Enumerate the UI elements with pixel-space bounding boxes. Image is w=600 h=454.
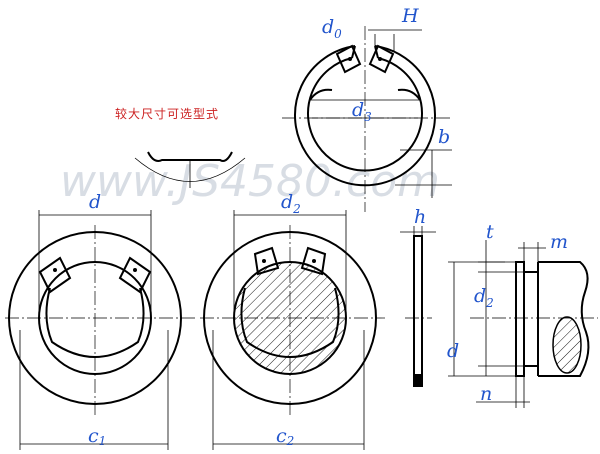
ring-side-profile (400, 226, 436, 387)
label-H: H (401, 5, 419, 27)
note-optional-type: 较大尺寸可选型式 (115, 106, 219, 121)
ring-c2-view (200, 210, 385, 450)
label-m: m (550, 231, 568, 253)
top-ring-view (282, 26, 452, 212)
label-t: t (486, 221, 494, 243)
ring-c1-view (5, 210, 195, 450)
label-d-right: d (447, 340, 459, 362)
watermark-text: www.JS4580.com (60, 156, 440, 207)
label-h: h (414, 206, 426, 228)
label-b: b (438, 126, 450, 148)
label-c1: c1 (88, 425, 106, 448)
label-d0: d0 (322, 16, 342, 41)
label-c2: c2 (276, 425, 294, 448)
label-d2-middle: d2 (281, 191, 301, 216)
optional-type-detail: 较大尺寸可选型式 (115, 106, 246, 188)
label-d-left: d (89, 191, 101, 213)
label-d2-right: d2 (474, 285, 494, 310)
label-d3: d3 (352, 99, 372, 124)
label-n: n (480, 383, 492, 405)
shaft-section (448, 240, 598, 408)
